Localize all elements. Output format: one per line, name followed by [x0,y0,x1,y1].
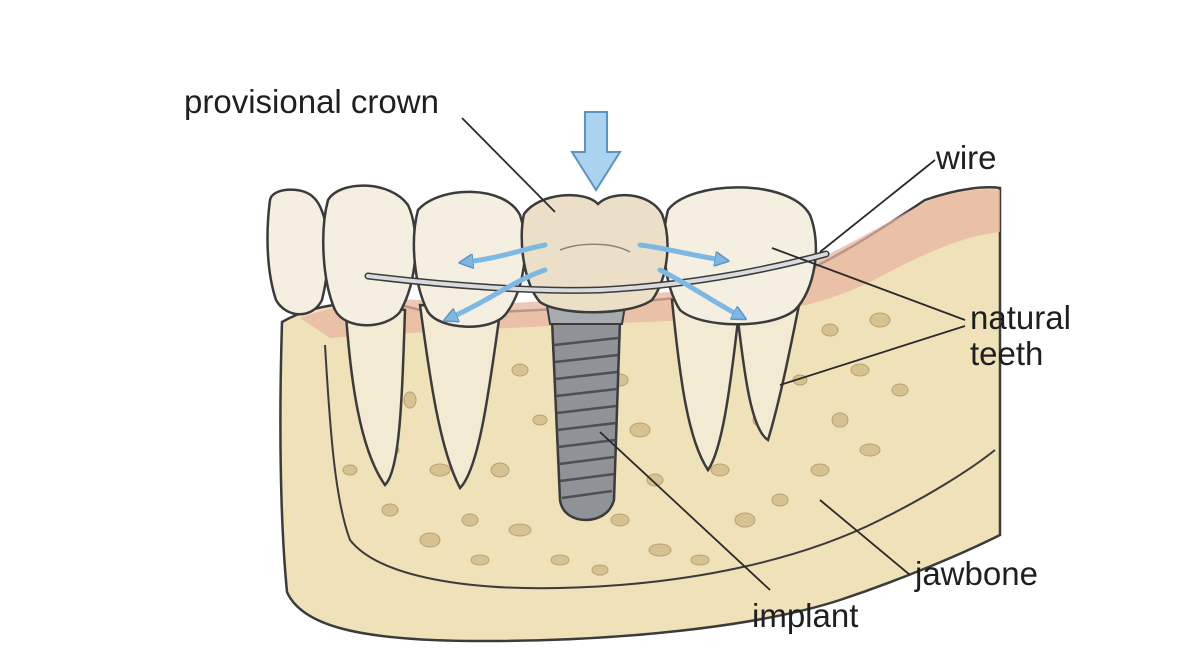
wire-highlight [366,252,828,293]
tooth-far-left [266,188,330,316]
crown-detail [559,243,631,253]
curved-arrow-icon [657,267,740,316]
arrow-down-icon [570,111,622,192]
label-implant: implant [752,597,859,634]
curved-arrow-icon [450,267,548,318]
leader-teeth-1 [771,247,966,321]
leader-crown [461,117,556,213]
label-natural-teeth-line2: teeth [970,334,1044,372]
tooth-right-molar [662,186,818,326]
label-provisional-crown: provisional crown [184,83,439,120]
tooth-left-canine [322,184,417,327]
curved-arrow-icon [466,242,548,262]
label-jawbone: jawbone [915,555,1038,592]
curved-arrow-icon [637,242,722,260]
leader-implant [599,431,771,591]
leader-jawbone [819,499,911,576]
root-left-1 [343,298,407,487]
label-natural-teeth: natural teeth [970,300,1071,371]
cortical-bone-line [324,344,996,590]
tooth-roots [343,298,802,491]
root-left-2 [418,303,502,491]
movement-arrows [450,242,740,318]
leader-teeth-2 [779,325,966,386]
provisional-crown-shape [520,193,669,314]
label-wire: wire [936,139,997,176]
label-natural-teeth-line1: natural [970,299,1071,336]
leader-wire [819,159,936,253]
implant-threads [553,336,619,500]
implant-body [550,318,622,522]
leader-lines [461,117,966,591]
